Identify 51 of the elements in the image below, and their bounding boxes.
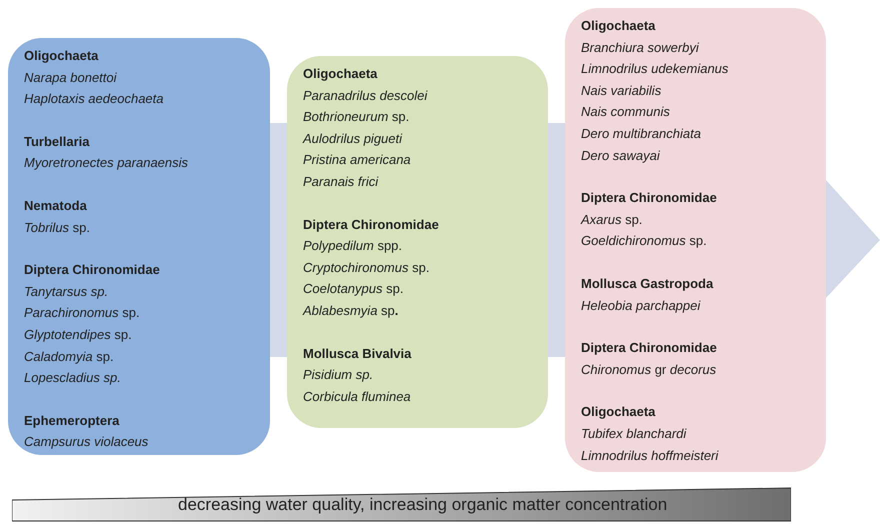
species-name: Limnodrilus hoffmeisteri: [581, 446, 718, 464]
species-name: Corbicula fluminea: [303, 388, 411, 406]
species-name: Heleobia parchappei: [581, 296, 700, 315]
species-name: Bothrioneurum sp.: [303, 108, 410, 126]
species-name: Axarus sp.: [581, 210, 642, 229]
species-name: Branchiura sowerbyi: [581, 38, 699, 57]
species-name: Nais variabilis: [581, 82, 662, 100]
group-heading: Oligochaeta: [24, 47, 98, 65]
species-name: Ablabesmyia sp.: [303, 302, 398, 320]
species-name: Coelotanypus sp.: [303, 280, 404, 298]
species-name: Glyptotendipes sp.: [24, 326, 132, 344]
species-name: Parachironomus sp.: [24, 304, 140, 322]
arrow: [826, 180, 880, 298]
group-heading: Oligochaeta: [581, 403, 656, 422]
group-heading: Ephemeroptera: [24, 412, 120, 430]
species-name: Goeldichironomus sp.: [581, 232, 707, 250]
group-heading: Diptera Chironomidae: [303, 216, 439, 234]
group-heading: Turbellaria: [24, 132, 90, 151]
species-name: Haplotaxis aedeochaeta: [24, 90, 164, 108]
species-name: Polypedilum spp.: [303, 237, 402, 256]
group-heading: Mollusca Bivalvia: [303, 344, 412, 363]
species-name: Dero sawayai: [581, 146, 660, 165]
species-name: Caladomyia sp.: [24, 348, 114, 366]
species-name: Cryptochironomus sp.: [303, 258, 430, 277]
species-name: Aulodrilus pigueti: [303, 130, 402, 148]
group-heading: Oligochaeta: [581, 17, 656, 35]
rounded-panel: [287, 56, 548, 428]
group-heading: Diptera Chironomidae: [24, 261, 160, 280]
species-name: Tubifex blanchardi: [581, 424, 686, 443]
gradient-caption: decreasing water quality, increasing organic matter concentration: [178, 495, 668, 515]
group-heading: Diptera Chironomidae: [581, 339, 717, 358]
species-name: Paranadrilus descolei: [303, 86, 428, 105]
species-name: Lopescladius sp.: [24, 369, 121, 388]
species-name: Limnodrilus udekemianus: [581, 60, 728, 78]
species-name: Pisidium sp.: [303, 366, 374, 384]
group-heading: Oligochaeta: [303, 65, 378, 83]
group-heading: Diptera Chironomidae: [581, 189, 717, 208]
species-name: Tanytarsus sp.: [24, 282, 108, 301]
group-heading: Mollusca Gastropoda: [581, 274, 714, 293]
group-heading: Nematoda: [24, 196, 87, 215]
species-name: Narapa bonettoi: [24, 68, 117, 87]
species-name: Paranais frici: [303, 172, 378, 191]
species-name: Chironomus gr decorus: [581, 360, 716, 379]
species-name: Campsurus violaceus: [24, 433, 148, 452]
species-name: Pristina americana: [303, 151, 411, 170]
species-name: Myoretronectes paranaensis: [24, 154, 188, 172]
rounded-panel: [565, 8, 826, 472]
species-name: Tobrilus sp.: [24, 218, 90, 237]
rounded-panel: [8, 38, 270, 455]
species-name: Dero multibranchiata: [581, 124, 701, 143]
species-name: Nais communis: [581, 103, 670, 122]
